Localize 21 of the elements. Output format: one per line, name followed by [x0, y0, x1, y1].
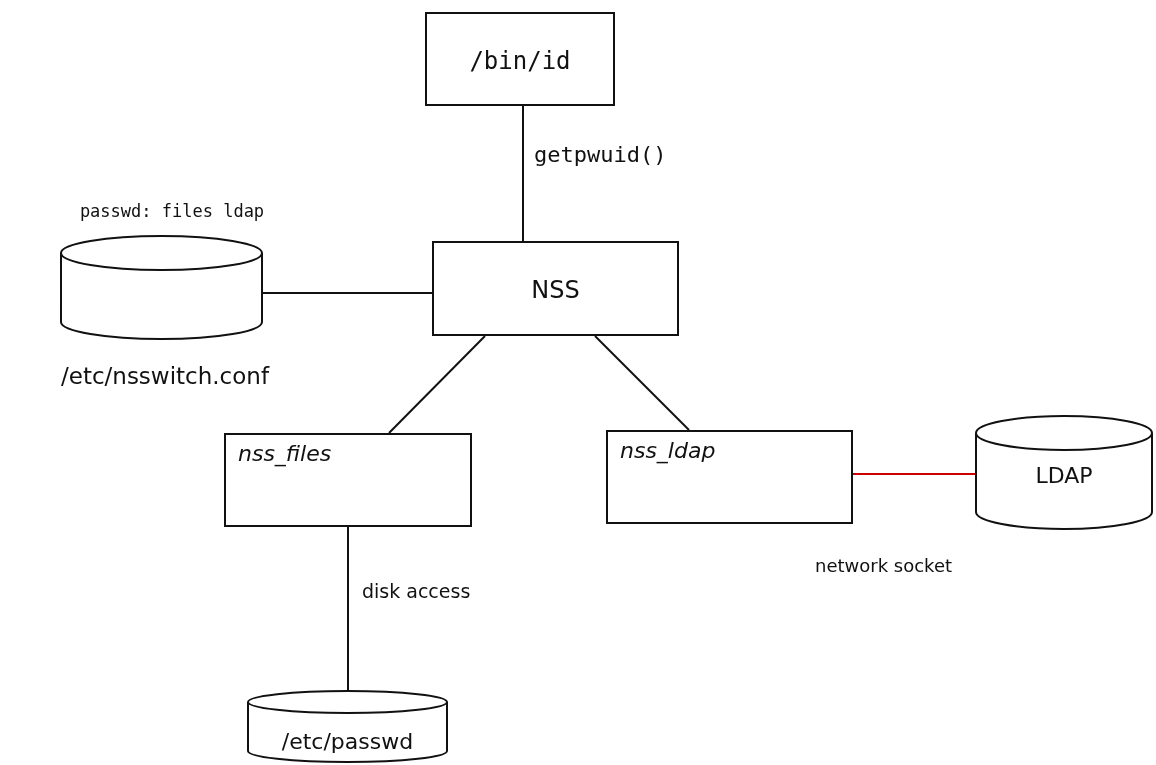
connector-line [594, 335, 690, 431]
connector-line [262, 292, 433, 294]
connector-line [522, 105, 524, 242]
connector-line [388, 335, 486, 434]
process-box [606, 430, 853, 524]
process-box [432, 241, 679, 336]
process-box [224, 433, 472, 527]
edge-label: disk access [362, 580, 471, 602]
edge-label: network socket [815, 555, 953, 576]
process-box [425, 12, 615, 106]
node-label: nss_ldap [620, 438, 716, 463]
database-label: /etc/passwd [280, 728, 415, 754]
edge-label: getpwuid() [534, 142, 667, 167]
config-line-text: passwd: files ldap [78, 201, 266, 221]
database-label: /etc/nsswitch.conf [60, 363, 271, 389]
node-label: NSS [530, 276, 581, 305]
connector-line [852, 473, 976, 475]
database-label: LDAP [1034, 462, 1094, 488]
connector-line [347, 526, 349, 691]
node-label: nss_files [238, 441, 332, 466]
node-label: /bin/id [468, 46, 572, 75]
